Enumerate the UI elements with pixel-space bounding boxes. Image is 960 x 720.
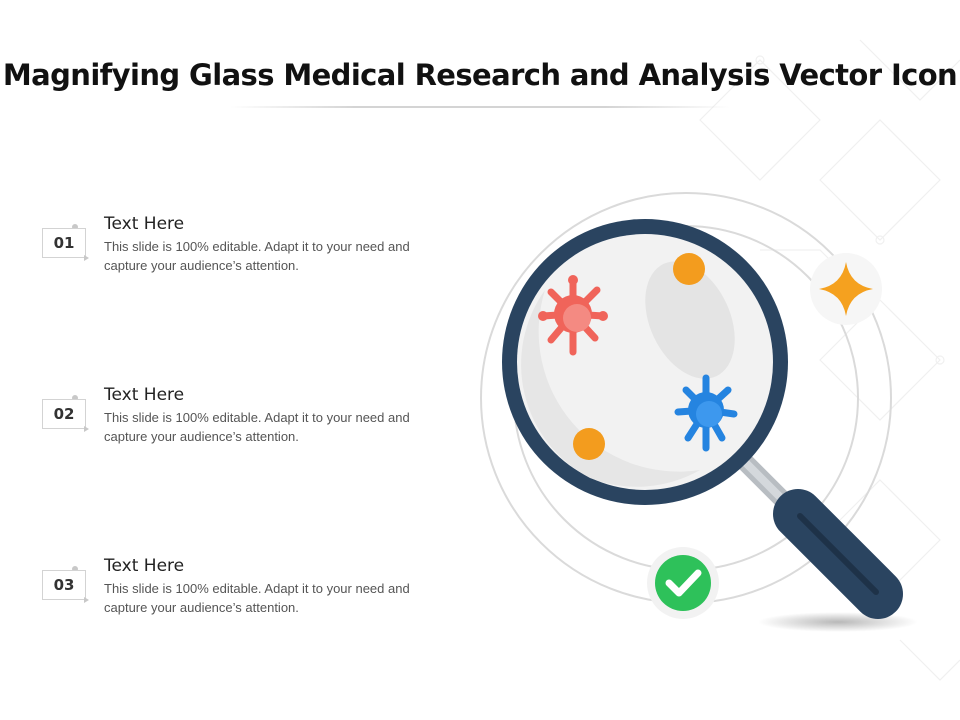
item-number-badge: 03 — [42, 570, 86, 600]
connector-arrow-icon — [84, 597, 89, 603]
star-sparkle-icon — [810, 253, 882, 325]
connector-arrow-icon — [84, 255, 89, 261]
lens — [502, 219, 788, 505]
item-heading: Text Here — [104, 214, 185, 234]
magnifying-glass-illustration — [480, 192, 918, 632]
title-divider — [230, 106, 730, 108]
item-number-badge: 01 — [42, 228, 86, 258]
connector-dot — [72, 566, 78, 572]
item-heading: Text Here — [104, 385, 185, 405]
item-heading: Text Here — [104, 556, 185, 576]
orange-dot-icon — [573, 428, 605, 460]
list-item-01: 01 Text Here This slide is 100% editable… — [0, 210, 460, 310]
item-body-text: This slide is 100% editable. Adapt it to… — [104, 410, 410, 444]
list-item-03: 03 Text Here This slide is 100% editable… — [0, 552, 460, 652]
item-number-badge: 02 — [42, 399, 86, 429]
item-body-text: This slide is 100% editable. Adapt it to… — [104, 581, 410, 615]
handle-shadow — [758, 612, 918, 632]
connector-arrow-icon — [84, 426, 89, 432]
list-item-02: 02 Text Here This slide is 100% editable… — [0, 381, 460, 481]
connector-dot — [72, 224, 78, 230]
check-circle-icon — [647, 547, 719, 619]
handle — [773, 489, 903, 619]
page-title: Magnifying Glass Medical Research and An… — [2, 58, 958, 92]
blue-germ-icon — [674, 374, 738, 452]
red-germ-icon — [538, 275, 608, 356]
item-body-text: This slide is 100% editable. Adapt it to… — [104, 239, 410, 273]
orange-dot-icon — [673, 253, 705, 285]
connector-dot — [72, 395, 78, 401]
